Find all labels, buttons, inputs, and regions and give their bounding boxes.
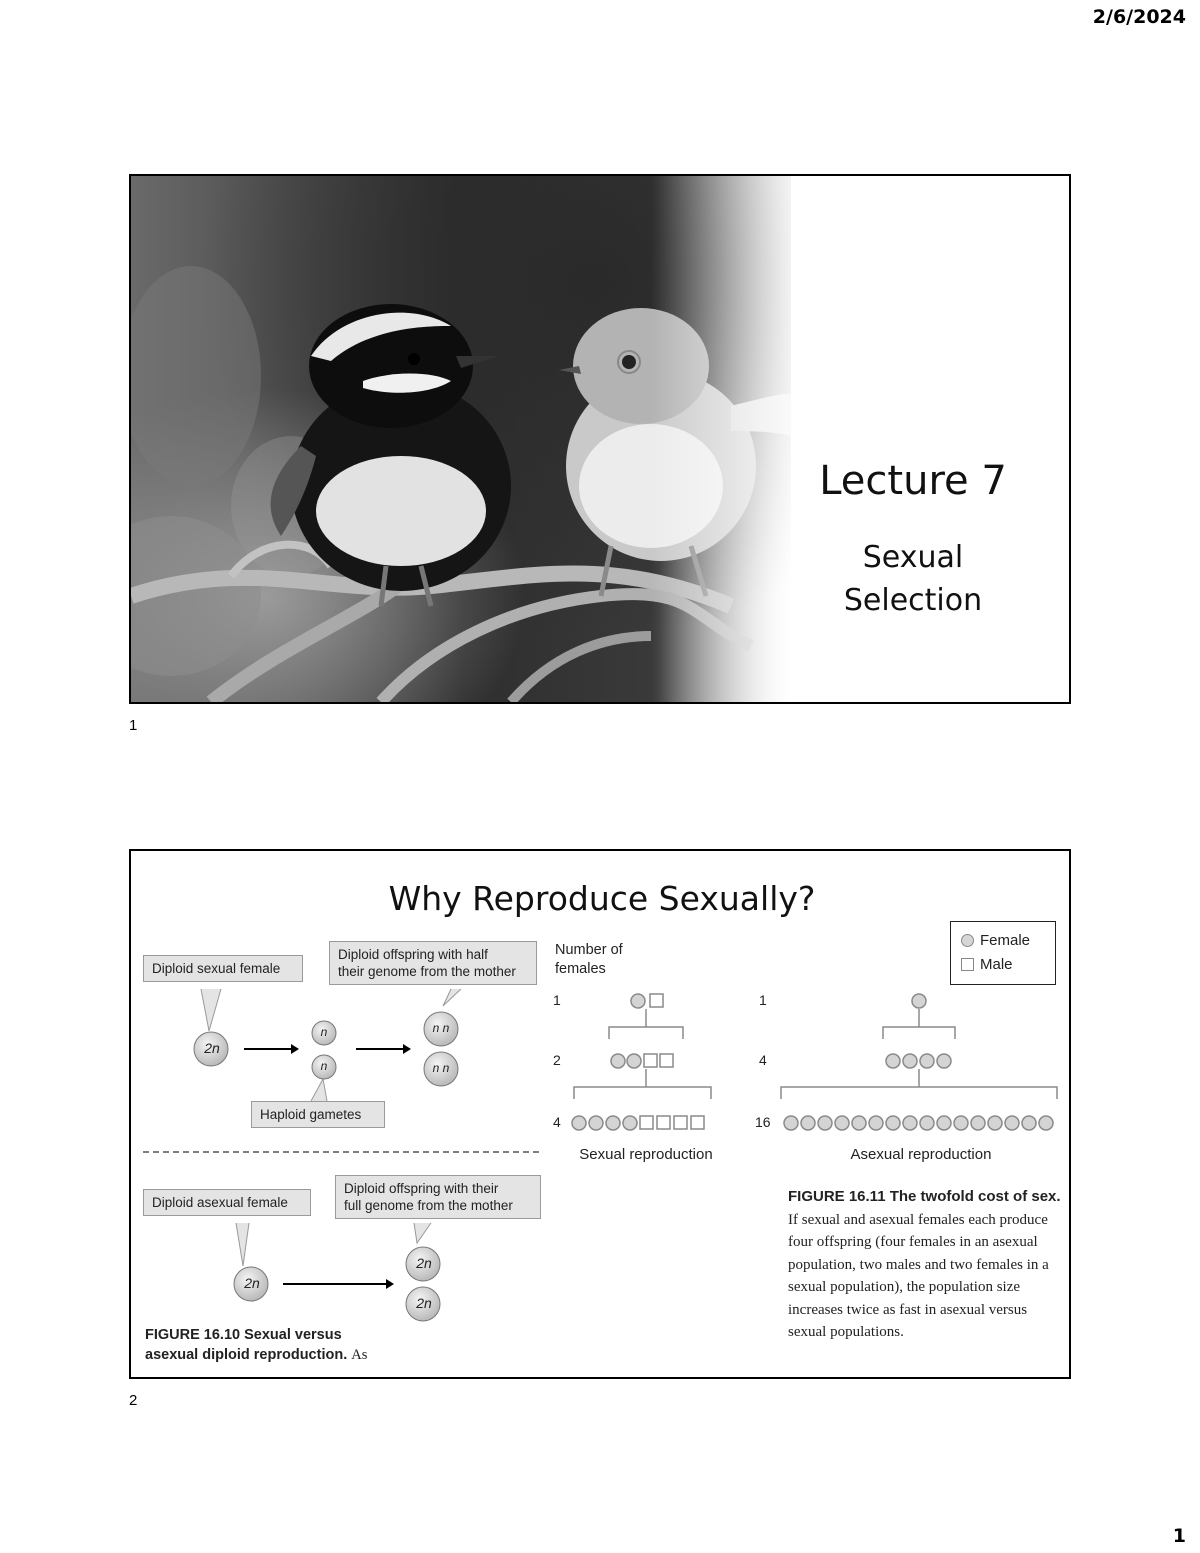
lecture-subtitle-line2: Selection	[783, 579, 1043, 622]
cell-label-nn-bottom: n n	[424, 1061, 458, 1075]
sexual-count-gen2: 2	[553, 1052, 561, 1068]
male-square-icon	[961, 958, 974, 971]
axis-label-line1: Number of	[555, 941, 623, 960]
callout-diploid-offspring-half: Diploid offspring with half their genome…	[329, 941, 537, 985]
callout-diploid-sexual-female: Diploid sexual female	[143, 955, 303, 982]
cell-label-nn-top: n n	[424, 1021, 458, 1035]
slide-2-number: 2	[129, 1392, 137, 1409]
page-number: 1	[1173, 1525, 1186, 1547]
sexual-count-gen3: 4	[553, 1114, 561, 1130]
photo-fade-overlay	[651, 176, 811, 702]
asexual-count-gen2: 4	[759, 1052, 767, 1068]
legend-female-label: Female	[980, 932, 1030, 949]
female-circle-icon	[961, 934, 974, 947]
cell-label-2n-offspring-top: 2n	[407, 1255, 441, 1271]
slide-1-thumbnail: Lecture 7 Sexual Selection	[129, 174, 1071, 704]
callout-diploid-offspring-full: Diploid offspring with their full genome…	[335, 1175, 541, 1219]
fairy-wren-photo	[131, 176, 791, 702]
slide-1-number: 1	[129, 717, 137, 734]
figure-16-11-population-tree	[541, 981, 1071, 1141]
lecture-title: Lecture 7	[783, 458, 1043, 504]
figure-16-11-caption: FIGURE 16.11 The twofold cost of sex. If…	[788, 1186, 1063, 1344]
cell-label-n-top: n	[316, 1025, 332, 1039]
cell-label-2n-asexual: 2n	[235, 1275, 269, 1291]
callout-diploid-asexual-female: Diploid asexual female	[143, 1189, 311, 1216]
legend-item-female: Female	[961, 928, 1045, 952]
axis-label-line2: females	[555, 960, 623, 979]
lecture-subtitle: Sexual Selection	[783, 536, 1043, 622]
figure-16-11-caption-text: If sexual and asexual females each produ…	[788, 1212, 1049, 1341]
figure-16-11-caption-bold: FIGURE 16.11 The twofold cost of sex.	[788, 1188, 1061, 1205]
callout-offspring-half-line1: Diploid offspring with half	[338, 946, 528, 963]
callout-offspring-full-line1: Diploid offspring with their	[344, 1180, 532, 1197]
figure-16-10-caption-bold-1: FIGURE 16.10 Sexual versus	[145, 1327, 342, 1343]
legend-item-male: Male	[961, 952, 1045, 976]
cell-label-2n-offspring-bottom: 2n	[407, 1295, 441, 1311]
figure-16-10-caption-bold-2: asexual diploid reproduction.	[145, 1347, 347, 1363]
cell-label-2n: 2n	[195, 1040, 229, 1056]
asexual-reproduction-label: Asexual reproduction	[831, 1146, 1011, 1163]
asexual-count-gen3: 16	[755, 1114, 771, 1130]
legend-male-label: Male	[980, 956, 1013, 973]
cell-label-n-bottom: n	[316, 1059, 332, 1073]
figure-16-10-caption-text: As	[351, 1347, 367, 1363]
callout-offspring-full-line2: full genome from the mother	[344, 1197, 532, 1214]
legend: Female Male	[950, 921, 1056, 985]
sexual-count-gen1: 1	[553, 992, 561, 1008]
lecture-subtitle-line1: Sexual	[783, 536, 1043, 579]
sexual-reproduction-label: Sexual reproduction	[571, 1146, 721, 1163]
slide-2-thumbnail: Why Reproduce Sexually?	[129, 849, 1071, 1379]
callout-offspring-half-line2: their genome from the mother	[338, 963, 528, 980]
figure-16-10-caption: FIGURE 16.10 Sexual versus asexual diplo…	[145, 1325, 405, 1365]
axis-label-number-of-females: Number of females	[555, 941, 623, 979]
callout-haploid-gametes: Haploid gametes	[251, 1101, 385, 1128]
asexual-count-gen1: 1	[759, 992, 767, 1008]
header-date: 2/6/2024	[1093, 6, 1186, 28]
